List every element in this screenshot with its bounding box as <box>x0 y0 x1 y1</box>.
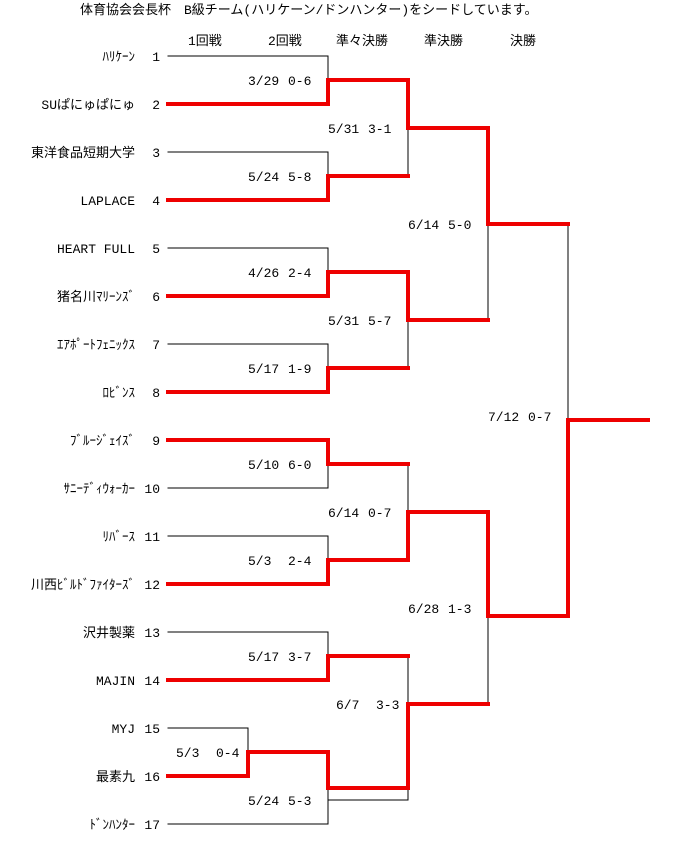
team-name: ﾛﾋﾞﾝｽ <box>103 386 136 401</box>
match-score: 5-7 <box>368 314 391 329</box>
round-header-1: 1回戦 <box>188 34 222 49</box>
match-score: 5-8 <box>288 170 311 185</box>
team-name: ｴｱﾎﾟｰﾄﾌｪﾆｯｸｽ <box>57 338 136 353</box>
match-date: 5/10 <box>248 458 279 473</box>
match-score: 3-1 <box>368 122 392 137</box>
match-results: 5/3 0-4 3/29 0-6 5/24 5-8 4/26 2-4 5/17 1-9 5/10 6-… <box>176 74 551 809</box>
match-date: 5/31 <box>328 314 359 329</box>
match-score: 3-7 <box>288 650 311 665</box>
match-date: 7/12 <box>488 410 519 425</box>
match-score: 2-4 <box>288 554 312 569</box>
team-name: ﾌﾞﾙｰｼﾞｪｲｽﾞ <box>70 434 135 449</box>
team-name: 東洋食品短期大学 <box>31 145 135 161</box>
round-header-3: 準々決勝 <box>336 33 388 49</box>
team-name: ﾄﾞﾝﾊﾝﾀｰ <box>90 818 136 833</box>
team-name: 川西ﾋﾞﾙﾄﾞﾌｧｲﾀｰｽﾞ <box>31 578 135 593</box>
match-date: 5/31 <box>328 122 359 137</box>
team-name: 猪名川ﾏﾘｰﾝｽﾞ <box>57 289 135 305</box>
team-name: SUぱにゅぱにゅ <box>41 98 135 113</box>
team-seed: 10 <box>144 482 160 497</box>
page-title: 体育協会会長杯 B級チーム(ハリケーン/ドンハンター)をシードしています。 <box>80 2 537 18</box>
team-name: ﾘﾊﾞｰｽ <box>103 530 136 545</box>
match-score: 5-0 <box>448 218 471 233</box>
match-date: 6/14 <box>408 218 439 233</box>
match-score: 0-6 <box>288 74 311 89</box>
match-score: 1-9 <box>288 362 311 377</box>
match-date: 6/28 <box>408 602 439 617</box>
match-date: 5/24 <box>248 794 279 809</box>
team-name: LAPLACE <box>80 194 135 209</box>
team-seed: 5 <box>152 242 160 257</box>
team-seed: 15 <box>144 722 160 737</box>
team-seed: 14 <box>144 674 160 689</box>
match-score: 3-3 <box>376 698 399 713</box>
team-seed: 9 <box>152 434 160 449</box>
match-score: 0-7 <box>368 506 391 521</box>
team-seed: 4 <box>152 194 160 209</box>
team-name: ｻﾆｰﾃﾞｨｳｫｰｶｰ <box>64 482 136 497</box>
team-seed: 11 <box>144 530 160 545</box>
team-seed: 3 <box>152 146 160 161</box>
round-header-2: 2回戦 <box>268 34 302 49</box>
match-score: 1-3 <box>448 602 471 617</box>
match-date: 5/3 <box>176 746 199 761</box>
team-seed: 17 <box>144 818 160 833</box>
team-seed: 16 <box>144 770 160 785</box>
team-seed: 8 <box>152 386 160 401</box>
team-seed: 7 <box>152 338 160 353</box>
match-date: 5/17 <box>248 362 279 377</box>
match-score: 6-0 <box>288 458 311 473</box>
team-name: ﾊﾘｹｰﾝ <box>103 50 136 65</box>
match-score: 0-7 <box>528 410 551 425</box>
team-seed: 2 <box>152 98 160 113</box>
match-score: 0-4 <box>216 746 240 761</box>
team-seed: 12 <box>144 578 160 593</box>
team-name: MAJIN <box>96 674 135 689</box>
team-seed: 13 <box>144 626 160 641</box>
round-header-5: 決勝 <box>510 34 536 49</box>
team-seed: 6 <box>152 290 160 305</box>
winner-path-lines <box>166 78 650 790</box>
match-date: 6/7 <box>336 698 359 713</box>
round-header-4: 準決勝 <box>424 33 463 49</box>
match-date: 5/17 <box>248 650 279 665</box>
match-date: 4/26 <box>248 266 279 281</box>
team-seed: 1 <box>152 50 160 65</box>
team-name: 沢井製薬 <box>83 626 135 641</box>
team-name: 最素九 <box>96 770 135 785</box>
team-name: MYJ <box>112 722 135 737</box>
match-date: 5/3 <box>248 554 271 569</box>
match-score: 2-4 <box>288 266 312 281</box>
match-date: 5/24 <box>248 170 279 185</box>
match-date: 3/29 <box>248 74 279 89</box>
match-score: 5-3 <box>288 794 311 809</box>
match-date: 6/14 <box>328 506 359 521</box>
team-name: HEART FULL <box>57 242 135 257</box>
